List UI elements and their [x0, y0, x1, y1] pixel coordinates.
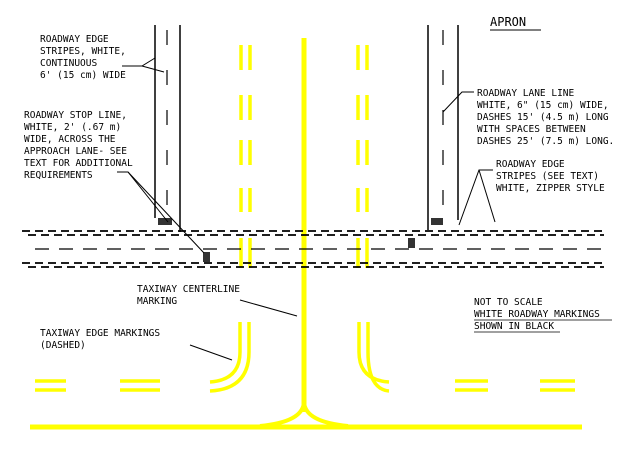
svg-text:TEXT FOR ADDITIONAL: TEXT FOR ADDITIONAL	[24, 158, 133, 169]
svg-text:CONTINUOUS: CONTINUOUS	[40, 58, 97, 69]
leader-lines	[117, 57, 496, 361]
svg-text:DASHES 25' (7.5 m) LONG.: DASHES 25' (7.5 m) LONG.	[477, 136, 614, 147]
svg-text:NOT TO SCALE: NOT TO SCALE	[474, 297, 543, 308]
label-note: NOT TO SCALE WHITE ROADWAY MARKINGS SHOW…	[474, 297, 612, 333]
svg-text:ROADWAY STOP LINE,: ROADWAY STOP LINE,	[24, 110, 127, 121]
upper-taxiway-edge-dashes	[239, 45, 369, 268]
horizontal-taxiway-edge-dashes	[35, 379, 575, 392]
label-lane-line: ROADWAY LANE LINE WHITE, 6" (15 cm) WIDE…	[477, 88, 614, 147]
svg-text:WIDE, ACROSS THE: WIDE, ACROSS THE	[24, 134, 116, 145]
svg-text:MARKING: MARKING	[137, 296, 177, 307]
centerline-fillet-left	[259, 401, 306, 428]
svg-text:TAXIWAY CENTERLINE: TAXIWAY CENTERLINE	[137, 284, 240, 295]
label-edge-continuous: ROADWAY EDGE STRIPES, WHITE, CONTINUOUS …	[40, 34, 126, 81]
label-stop-line: ROADWAY STOP LINE, WHITE, 2' (.67 m) WID…	[24, 110, 133, 181]
upper-zipper-edge	[22, 230, 604, 236]
svg-text:ROADWAY EDGE: ROADWAY EDGE	[40, 34, 109, 45]
svg-text:(DASHED): (DASHED)	[40, 340, 86, 351]
stop-bars	[158, 218, 443, 262]
svg-text:WHITE, 2' (.67 m): WHITE, 2' (.67 m)	[24, 122, 121, 133]
apron-title: APRON	[490, 15, 526, 29]
centerline-fillet-right	[302, 401, 349, 428]
svg-text:WHITE, 6" (15 cm) WIDE,: WHITE, 6" (15 cm) WIDE,	[477, 100, 609, 111]
svg-text:WHITE ROADWAY MARKINGS: WHITE ROADWAY MARKINGS	[474, 309, 600, 320]
roadway-markings	[22, 25, 604, 268]
svg-text:APPROACH LANE- SEE: APPROACH LANE- SEE	[24, 146, 127, 157]
svg-text:6' (15 cm) WIDE: 6' (15 cm) WIDE	[40, 70, 126, 81]
svg-text:DASHES 15' (4.5 m) LONG: DASHES 15' (4.5 m) LONG	[477, 112, 609, 123]
label-edge-zipper: ROADWAY EDGE STRIPES (SEE TEXT) WHITE, Z…	[496, 159, 605, 194]
svg-text:STRIPES (SEE TEXT): STRIPES (SEE TEXT)	[496, 171, 599, 182]
svg-text:WHITE, ZIPPER STYLE: WHITE, ZIPPER STYLE	[496, 183, 605, 194]
label-taxi-edge: TAXIWAY EDGE MARKINGS (DASHED)	[40, 328, 160, 351]
svg-text:ROADWAY LANE LINE: ROADWAY LANE LINE	[477, 88, 575, 99]
taxiway-markings	[30, 38, 582, 430]
lower-zipper-edge	[22, 262, 604, 268]
svg-text:TAXIWAY EDGE MARKINGS: TAXIWAY EDGE MARKINGS	[40, 328, 160, 339]
svg-text:SHOWN IN BLACK: SHOWN IN BLACK	[474, 321, 554, 332]
fillet-edge-markings	[209, 322, 390, 393]
svg-text:STRIPES, WHITE,: STRIPES, WHITE,	[40, 46, 126, 57]
label-centerline: TAXIWAY CENTERLINE MARKING	[137, 284, 240, 307]
svg-text:REQUIREMENTS: REQUIREMENTS	[24, 170, 93, 181]
svg-text:WITH SPACES BETWEEN: WITH SPACES BETWEEN	[477, 124, 586, 135]
svg-text:ROADWAY EDGE: ROADWAY EDGE	[496, 159, 565, 170]
